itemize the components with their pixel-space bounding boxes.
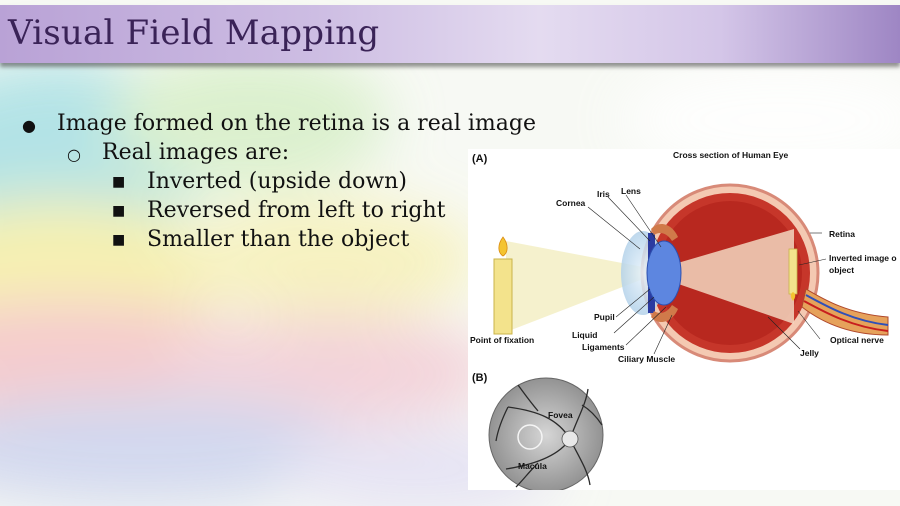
label-lens: Lens	[621, 186, 641, 196]
label-point-of-fixation: Point of fixation	[470, 335, 534, 345]
inverted-flame-image	[790, 292, 796, 301]
label-ciliary-muscle: Ciliary Muscle	[618, 354, 675, 364]
leader-lines	[587, 194, 827, 355]
list-item: Reversed from left to right	[147, 198, 446, 223]
candle	[493, 258, 513, 335]
title-bar: Visual Field Mapping	[0, 5, 900, 63]
label-inverted-image: Inverted image o	[829, 253, 897, 263]
iris-top	[648, 233, 655, 259]
ciliary-muscle	[651, 223, 678, 241]
bullet-1: Image formed on the retina is a real ima…	[57, 111, 536, 136]
optic-nerve-vessel	[805, 294, 889, 326]
label-pupil: Pupil	[594, 312, 615, 322]
sub-bullet-1: Real images are:	[102, 140, 290, 165]
inverted-candle-image	[788, 248, 798, 295]
eye-diagram-figure: (A) Cross section of Human Eye	[468, 149, 900, 490]
optic-disc	[561, 430, 579, 448]
lens	[646, 240, 682, 306]
ciliary-muscle	[651, 305, 678, 323]
list-item: Inverted (upside down)	[147, 169, 407, 194]
list-item: Smaller than the object	[147, 227, 410, 252]
bullet-dot: ●	[22, 116, 36, 135]
optic-nerve-vessel	[803, 300, 889, 332]
label-inverted-image-2: object	[829, 265, 854, 275]
sub-bullet-circle: ○	[67, 145, 81, 164]
label-jelly: Jelly	[800, 348, 819, 358]
panel-b-label: (B)	[472, 372, 488, 384]
fundus-image	[488, 377, 604, 490]
iris-bottom	[648, 287, 655, 313]
light-cone	[506, 241, 643, 332]
label-fovea: Fovea	[548, 410, 573, 420]
image-path	[664, 229, 794, 324]
eye-diagram: (A) Cross section of Human Eye	[470, 150, 897, 490]
square-bullet: ■	[112, 232, 126, 248]
label-iris: Iris	[597, 189, 610, 199]
square-bullet: ■	[112, 203, 126, 219]
candle-flame	[498, 236, 508, 257]
label-retina: Retina	[829, 229, 855, 239]
optic-nerve	[801, 288, 889, 336]
label-cornea: Cornea	[556, 198, 586, 208]
square-bullet: ■	[112, 174, 126, 190]
label-optical-nerve: Optical nerve	[830, 335, 884, 345]
label-liquid: Liquid	[572, 330, 598, 340]
panel-a-label: (A)	[472, 153, 488, 165]
slide-title: Visual Field Mapping	[8, 13, 380, 53]
label-ligaments: Ligaments	[582, 342, 625, 352]
macula-spot	[517, 424, 543, 450]
figure-heading: Cross section of Human Eye	[673, 150, 789, 160]
label-macula: Macula	[518, 461, 547, 471]
